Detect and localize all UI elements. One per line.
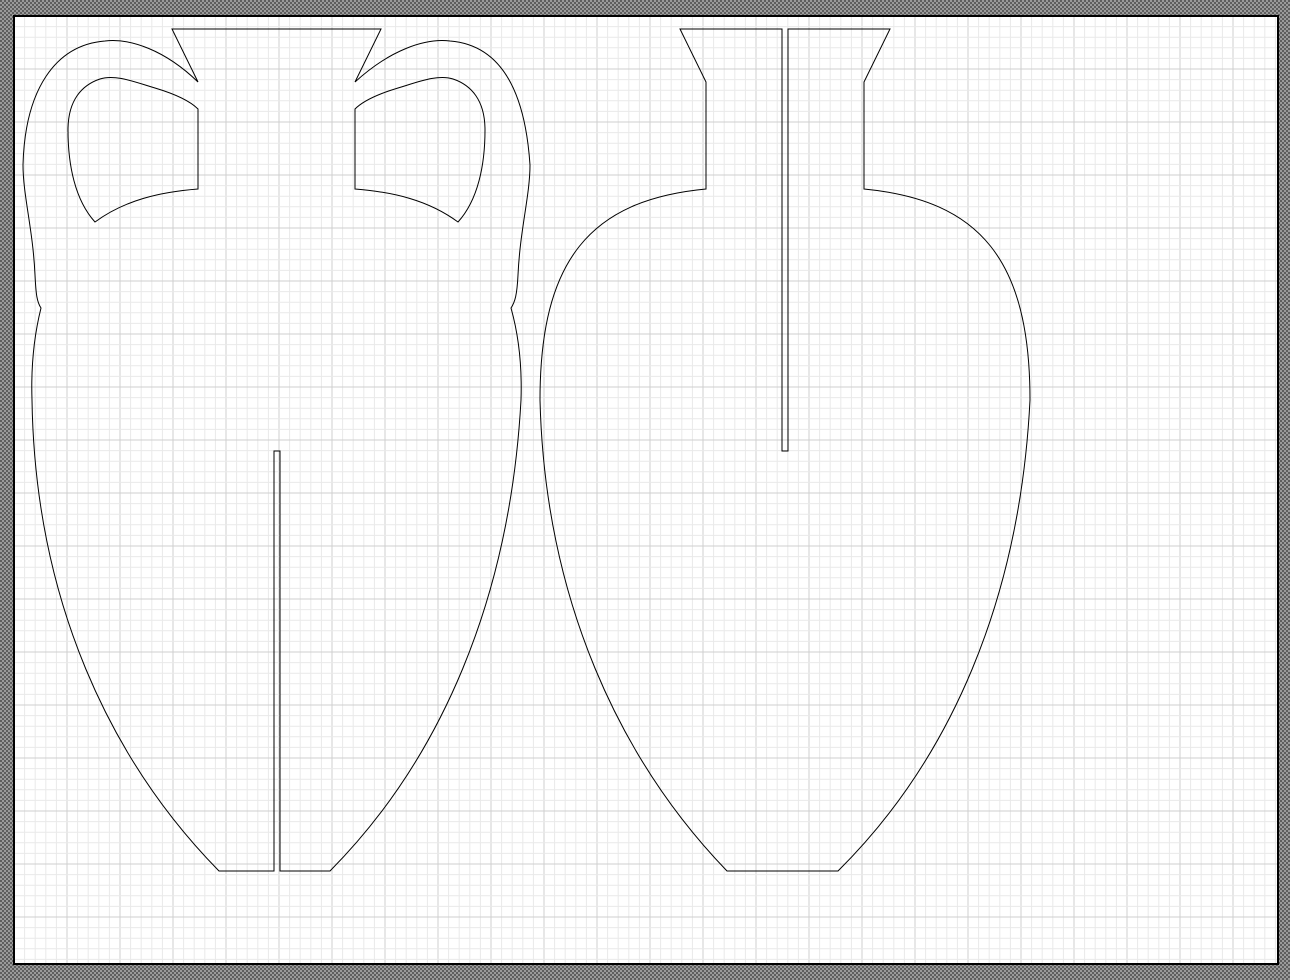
sheet-background <box>14 16 1278 964</box>
vase-outline <box>539 28 1031 872</box>
amphora-outline <box>22 28 531 872</box>
right-handle-hole <box>354 76 486 223</box>
grid <box>13 15 1278 964</box>
vase-piece <box>539 28 1031 872</box>
amphora-piece <box>22 28 531 872</box>
left-handle-hole <box>67 76 199 223</box>
sheet-frame <box>13 15 1279 965</box>
